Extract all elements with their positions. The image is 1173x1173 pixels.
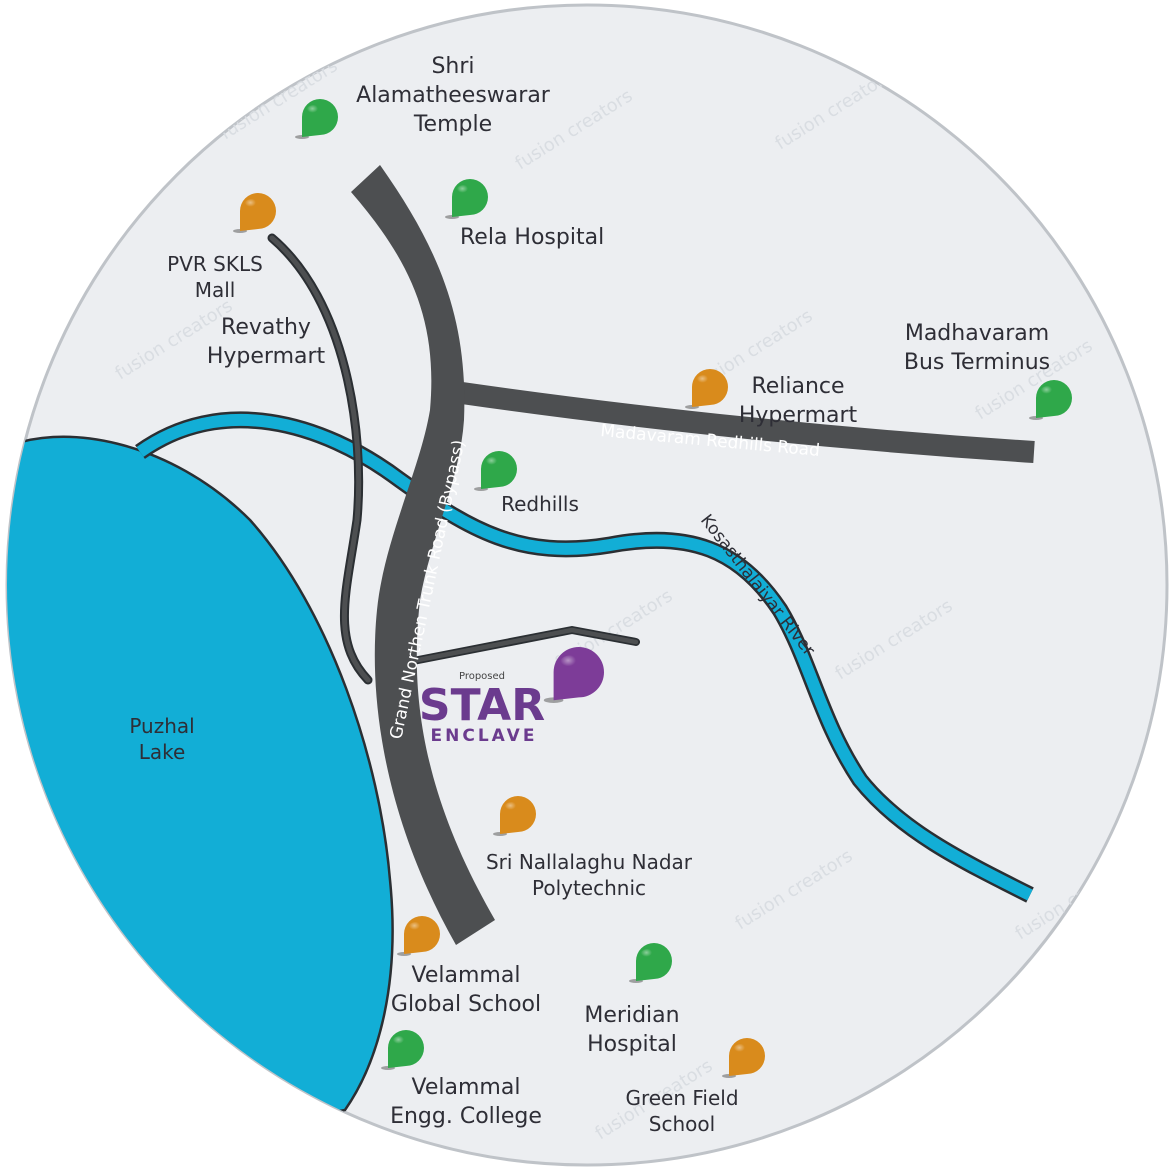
project-brand[interactable]: Proposed STAR ENCLAVE [419,671,545,746]
svg-text:Polytechnic: Polytechnic [532,876,646,900]
label-pvr[interactable]: PVR SKLS Mall [167,252,263,302]
project-name: STAR [419,680,545,731]
svg-text:Lake: Lake [139,740,186,764]
svg-text:Hypermart: Hypermart [739,403,858,428]
label-nallalaghu[interactable]: Sri Nallalaghu Nadar Polytechnic [486,850,693,900]
madavaram-redhills-road [460,382,1035,463]
label-greenfield[interactable]: Green Field School [625,1086,738,1136]
label-temple[interactable]: Shri Alamatheeswarar Temple [356,54,551,137]
project-sub: ENCLAVE [431,726,538,746]
svg-text:Rela Hospital: Rela Hospital [460,225,604,250]
lake-label: Puzhal Lake [129,714,194,764]
svg-text:Velammal: Velammal [412,1075,521,1100]
svg-text:Mall: Mall [195,278,236,302]
svg-text:Sri Nallalaghu Nadar: Sri Nallalaghu Nadar [486,850,693,874]
label-redhills[interactable]: Redhills [501,492,579,516]
label-meridian[interactable]: Meridian Hospital [584,1003,679,1057]
svg-text:Bus Terminus: Bus Terminus [904,350,1050,375]
svg-text:Meridian: Meridian [584,1003,679,1028]
svg-text:Alamatheeswarar: Alamatheeswarar [356,83,551,108]
svg-text:Madhavaram: Madhavaram [905,321,1049,346]
svg-text:PVR SKLS: PVR SKLS [167,252,263,276]
svg-text:Puzhal: Puzhal [129,714,194,738]
project-tag: Proposed [459,671,505,682]
svg-text:Hospital: Hospital [587,1032,677,1057]
svg-text:School: School [649,1112,715,1136]
label-madhavaram[interactable]: Madhavaram Bus Terminus [904,321,1050,375]
svg-text:Redhills: Redhills [501,492,579,516]
svg-text:Temple: Temple [413,112,492,137]
label-velammal-school[interactable]: Velammal Global School [391,963,541,1017]
svg-text:Engg. College: Engg. College [390,1104,542,1129]
svg-text:Global School: Global School [391,992,541,1017]
label-revathy[interactable]: Revathy Hypermart [207,315,326,369]
svg-text:Shri: Shri [431,54,474,79]
svg-text:Reliance: Reliance [751,374,844,399]
svg-text:Green Field: Green Field [625,1086,738,1110]
label-velammal-college[interactable]: Velammal Engg. College [390,1075,542,1129]
gnt-road [351,165,495,945]
label-rela[interactable]: Rela Hospital [460,225,604,250]
label-reliance[interactable]: Reliance Hypermart [739,374,858,428]
svg-text:Hypermart: Hypermart [207,344,326,369]
svg-text:Revathy: Revathy [221,315,311,340]
landmark-labels: Shri Alamatheeswarar Temple Rela Hospita… [167,54,1050,1136]
svg-text:Velammal: Velammal [412,963,521,988]
